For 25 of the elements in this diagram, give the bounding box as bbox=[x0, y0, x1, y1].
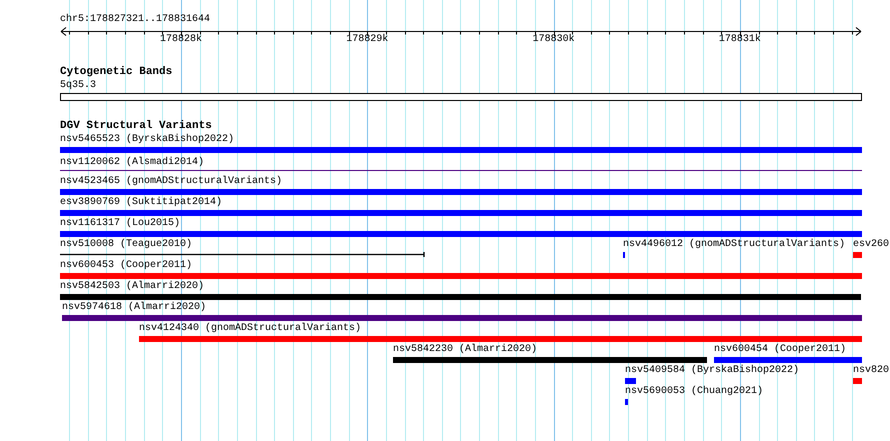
variant-label: nsv5842230 (Almarri2020) bbox=[393, 344, 538, 356]
variant-label: nsv5842503 (Almarri2020) bbox=[60, 281, 204, 293]
tick-label: 178828k bbox=[160, 34, 202, 46]
variant-label: nsv510008 (Teague2010) bbox=[60, 239, 192, 251]
tick-label: 178829k bbox=[346, 34, 388, 46]
variant-label: nsv5974618 (Almarri2020) bbox=[62, 302, 206, 314]
variant-label: nsv820 bbox=[853, 365, 890, 377]
variant-label: nsv5690053 (Chuang2021) bbox=[625, 386, 764, 398]
variant-label: nsv5409584 (ByrskaBishop2022) bbox=[625, 365, 800, 377]
variant-label: nsv4124340 (gnomADStructuralVariants) bbox=[139, 323, 362, 335]
variant-label: nsv1161317 (Lou2015) bbox=[60, 218, 180, 230]
variant-label: nsv4523465 (gnomADStructuralVariants) bbox=[60, 176, 282, 188]
variant-label: nsv1120062 (Alsmadi2014) bbox=[60, 157, 204, 169]
variant-label: nsv4496012 (gnomADStructuralVariants) bbox=[623, 239, 846, 251]
variant-label: nsv600454 (Cooper2011) bbox=[714, 344, 846, 356]
tick-label: 178831k bbox=[718, 34, 761, 46]
track-title: Cytogenetic Bands bbox=[60, 66, 172, 78]
variant-label: esv3890769 (Suktitipat2014) bbox=[60, 197, 222, 209]
tick-label: 178830k bbox=[532, 34, 575, 46]
coordinate-label: chr5:178827321..178831644 bbox=[60, 14, 210, 26]
track-title: DGV Structural Variants bbox=[60, 120, 212, 132]
variant-label: esv260 bbox=[853, 239, 890, 251]
variant-label: nsv5465523 (ByrskaBishop2022) bbox=[60, 134, 234, 146]
variant-label: nsv600453 (Cooper2011) bbox=[60, 260, 192, 272]
band-label: 5q35.3 bbox=[60, 80, 96, 92]
